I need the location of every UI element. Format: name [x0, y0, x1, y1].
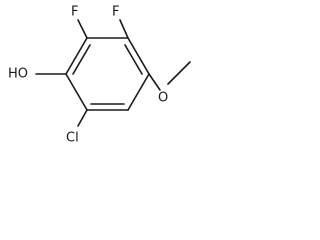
structure-diagram: F F HO O Cl [0, 0, 202, 156]
atom-label-f-left: F [71, 5, 78, 20]
ring-bond-c6-c1 [65, 73, 88, 111]
bond-to-f-right [119, 19, 129, 39]
ring-bond-c3-c4 [127, 37, 150, 75]
double-bond-c3-c4 [124, 44, 143, 75]
atom-label-f-right: F [112, 5, 119, 20]
atom-label-hydroxyl: HO [8, 67, 28, 82]
bond-methoxy-methyl [167, 61, 191, 85]
bond-to-f-left [77, 19, 88, 39]
bond-to-methoxy-oxygen [148, 73, 161, 91]
atom-label-chlorine: Cl [66, 131, 79, 146]
double-bond-c1-c2 [72, 44, 91, 75]
ring-bond-c4-c5 [127, 73, 150, 111]
molecule-drawing: F F HO O Cl [8, 5, 191, 146]
bond-to-chlorine [77, 109, 88, 127]
atom-label-methoxy-oxygen: O [158, 91, 168, 106]
ring-bond-c1-c2 [65, 37, 88, 75]
